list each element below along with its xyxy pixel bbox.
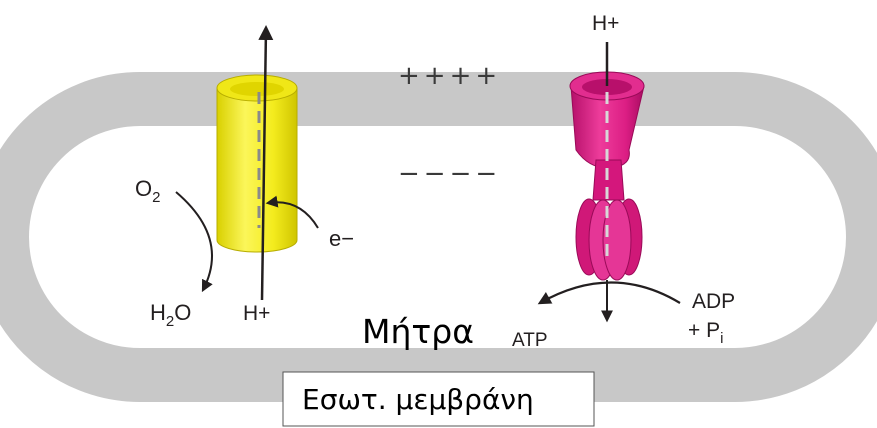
proton-label-matrix: H+	[243, 302, 270, 325]
inner-membrane-caption: Εσωτ. μεμβράνη	[302, 383, 534, 416]
negative-charges: −−−−	[398, 159, 501, 189]
atp-label: ATP	[512, 330, 548, 351]
atp-synthesis-arrow	[540, 283, 680, 304]
water-label: H2O	[150, 300, 191, 330]
positive-charges: ++++	[398, 61, 501, 91]
oxygen-label: O2	[135, 176, 160, 206]
proton-pump-complex	[217, 75, 297, 252]
adp-label: ADP	[692, 290, 735, 313]
phosphate-label: + Pi	[688, 319, 723, 347]
electron-label: e−	[329, 226, 354, 251]
oxygen-reduction-arrow	[176, 192, 212, 290]
matrix-caption: Μήτρα	[362, 312, 474, 351]
proton-label-intermembrane: H+	[592, 12, 619, 35]
